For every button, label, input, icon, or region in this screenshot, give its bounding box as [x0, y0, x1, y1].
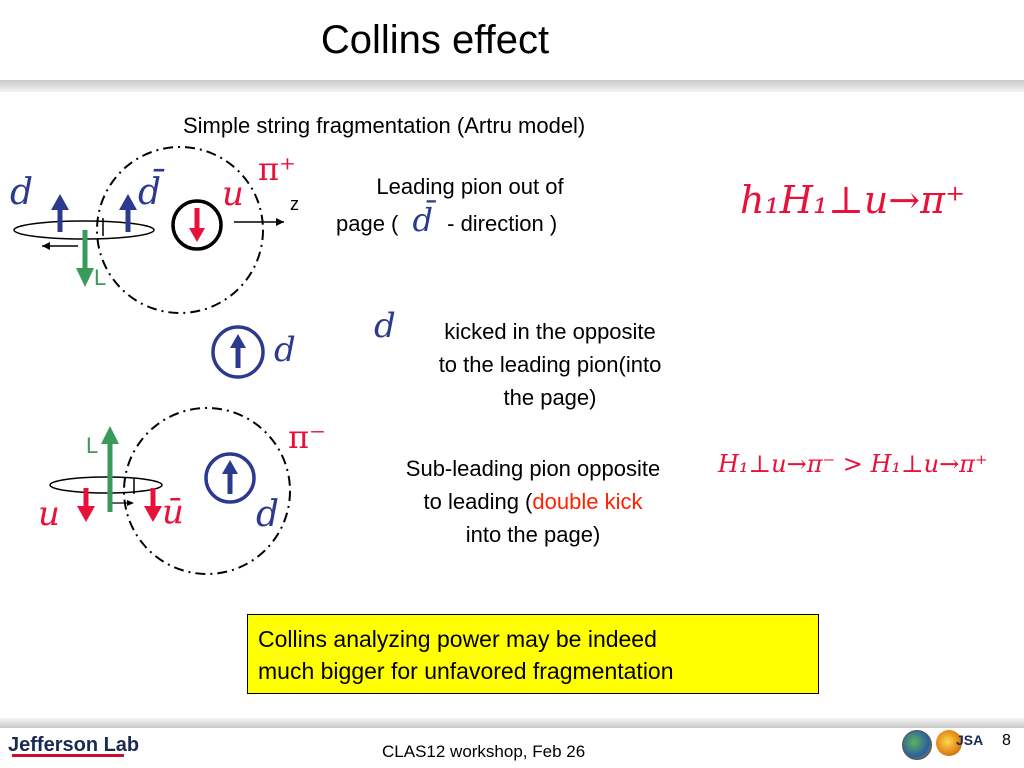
footer-divider [0, 718, 1024, 728]
jefferson-lab-logo: Jefferson Lab [8, 734, 139, 757]
fragmentation-circle-bottom [123, 407, 291, 575]
caption-math-dbar: d̄ [412, 201, 433, 239]
caption-text-b: - direction ) [447, 211, 558, 236]
label-d-top: d [10, 172, 34, 213]
label-z: z [290, 194, 299, 214]
label-pi-minus: π⁻ [288, 418, 326, 456]
title-divider [0, 80, 1024, 92]
label-dbar-top: d̄ [138, 172, 162, 213]
kick-text-line3: the page) [503, 385, 597, 410]
conclusion-box: Collins analyzing power may be indeed mu… [247, 614, 819, 694]
fragmentation-circle-top [96, 146, 264, 314]
orbital-ellipse-bottom [49, 476, 163, 494]
conclusion-line2: much bigger for unfavored fragmentation [258, 658, 674, 684]
footer-event: CLAS12 workshop, Feb 26 [382, 742, 586, 761]
double-kick-highlight: double kick [532, 489, 643, 514]
leading-pion-caption-line1: Leading pion out of [376, 174, 564, 199]
doe-seal-icon [902, 730, 932, 760]
slide-title: Collins effect [320, 18, 550, 62]
caption-text-a: page ( [336, 211, 399, 236]
leading-pion-caption-line2: page ( d̄ - direction ) [336, 204, 557, 240]
jsa-logo-text: JSA [956, 732, 984, 748]
page-number: 8 [1002, 732, 1011, 749]
label-L-top: L [94, 265, 107, 290]
label-u-bottom: u [38, 494, 60, 534]
label-L-bottom: L [86, 433, 99, 458]
kick-text-line1: kicked in the opposite [444, 319, 656, 344]
label-d-middle: d [274, 330, 296, 370]
caption2-text-a: to leading ( [423, 489, 533, 514]
conclusion-line1: Collins analyzing power may be indeed [258, 626, 657, 652]
formula-h1-H1-favored: h₁H₁⊥u→π⁺ [740, 178, 966, 222]
logo-underline [12, 754, 124, 757]
kick-text-line2: to the leading pion(into [438, 352, 662, 377]
jsa-swoosh-icon [936, 730, 962, 756]
formula-unfavored-vs-favored: H₁⊥u→π⁻ > H₁⊥u→π⁺ [718, 450, 988, 478]
subleading-caption-line2: to leading (double kick [358, 486, 708, 518]
slide-subtitle: Simple string fragmentation (Artru model… [183, 113, 586, 138]
jefferson-lab-logo-text: Jefferson Lab [8, 734, 140, 756]
label-u-top: u [222, 174, 244, 214]
label-ubar: ū [162, 492, 184, 532]
label-pi-plus: π⁺ [258, 150, 296, 188]
subleading-caption-line3: into the page) [465, 522, 601, 547]
label-d-bottom: d [256, 494, 280, 535]
subleading-caption-line1: Sub-leading pion opposite [405, 456, 661, 481]
label-d-kicked: d [374, 306, 396, 346]
jsa-logo: JSA [936, 728, 984, 758]
